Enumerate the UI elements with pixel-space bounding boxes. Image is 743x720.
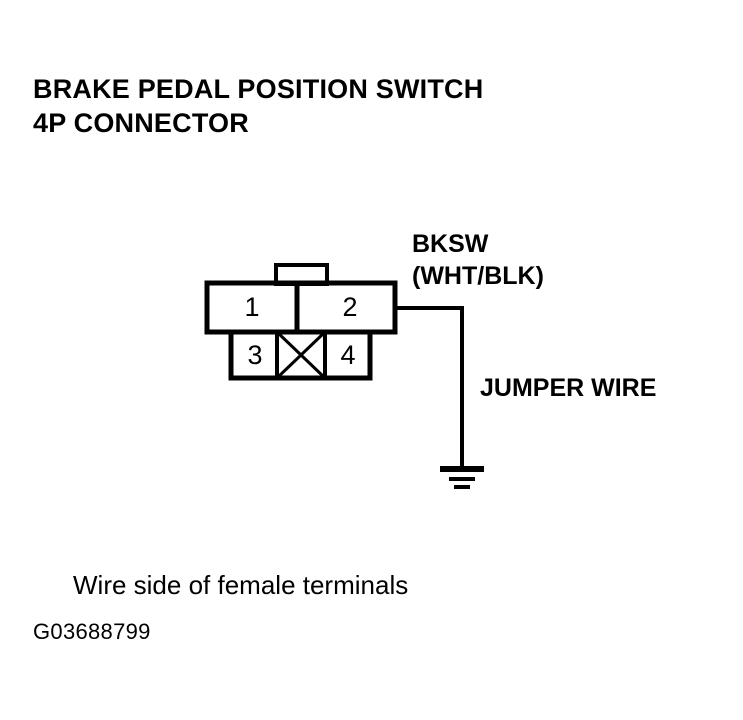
unused-cavity-x-icon-stroke-2: [275, 330, 327, 380]
terminal-number-2: 2: [342, 292, 357, 322]
reference-code: G03688799: [33, 619, 151, 644]
wire-label-bksw: BKSW (WHT/BLK): [412, 228, 544, 292]
diagram-caption: Wire side of female terminals: [73, 570, 409, 600]
terminal-number-4: 4: [340, 340, 355, 370]
terminal-number-1: 1: [244, 292, 259, 322]
upper-terminal-row: [204, 280, 398, 335]
lower-terminal-row: [228, 329, 373, 381]
title-line-1: BRAKE PEDAL POSITION SWITCH: [33, 74, 484, 104]
jumper-wire-label: JUMPER WIRE: [480, 374, 657, 402]
page-title: BRAKE PEDAL POSITION SWITCH 4P CONNECTOR: [33, 72, 483, 140]
terminal-number-3: 3: [247, 340, 262, 370]
wire-color-label: (WHT/BLK): [412, 262, 544, 290]
title-line-2: 4P CONNECTOR: [33, 108, 249, 138]
circuit-name-label: BKSW: [412, 230, 489, 258]
jumper-wire-path: [393, 306, 464, 470]
